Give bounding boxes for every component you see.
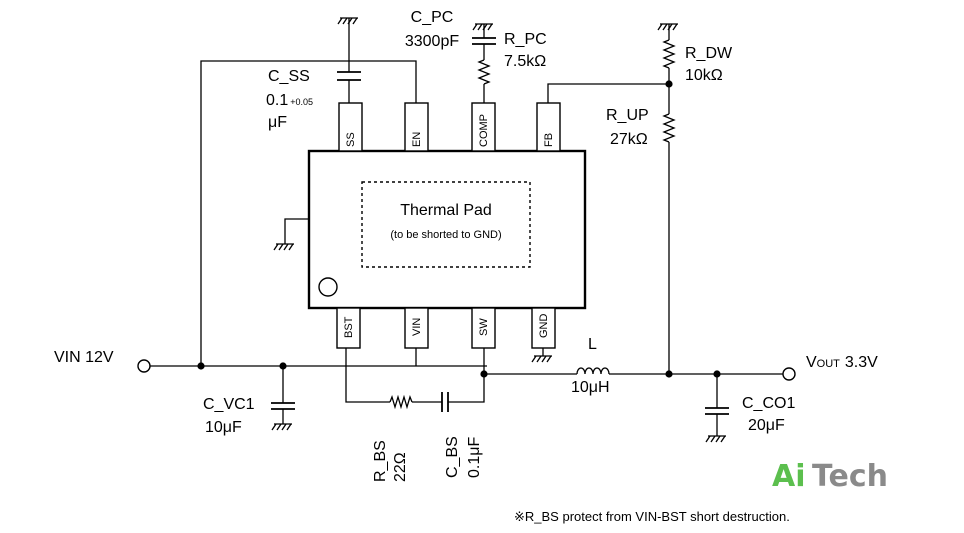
- pin-comp-label: COMP: [478, 114, 490, 147]
- c-vc1-name: C_VC1: [203, 396, 255, 413]
- c-co1-name: C_CO1: [742, 395, 795, 412]
- pin-comp: COMP: [471, 102, 496, 152]
- capacitor-c-vc1: [271, 402, 295, 410]
- l-name: L: [588, 336, 597, 353]
- ground-icon: [657, 23, 678, 31]
- ground-icon: [337, 17, 358, 25]
- pin-bst: BST: [336, 307, 361, 349]
- footnote: ※R_BS protect from VIN-BST short destruc…: [514, 509, 790, 524]
- capacitor-c-bs: [441, 392, 449, 412]
- capacitor-c-ss: [337, 71, 361, 81]
- r-up-value: 27kΩ: [610, 131, 648, 148]
- vin-terminal: [137, 359, 151, 373]
- r-dw-value: 10kΩ: [685, 67, 723, 84]
- vin-label: VIN 12V: [54, 349, 114, 366]
- c-co1-value: 20μF: [748, 417, 785, 434]
- pin-fb: FB: [536, 102, 561, 152]
- pin-ss: SS: [338, 102, 363, 152]
- aitech-logo: Ai Tech: [772, 459, 888, 494]
- r-dw-name: R_DW: [685, 45, 733, 62]
- resistor-r-bs: [389, 394, 413, 410]
- ground-icon: [705, 435, 726, 443]
- ground-icon: [472, 23, 493, 31]
- ground-icon: [273, 243, 294, 251]
- capacitor-c-pc: [472, 37, 496, 45]
- ground-icon: [531, 355, 552, 363]
- pin1-marker: [318, 277, 338, 297]
- c-ss-name: C_SS: [268, 68, 310, 85]
- pin-fb-label: FB: [543, 133, 555, 147]
- resistor-r-pc: [477, 59, 491, 85]
- pin-vin-label: VIN: [411, 318, 423, 336]
- ground-icon: [271, 423, 292, 431]
- capacitor-c-co1: [705, 407, 729, 415]
- resistor-r-dw: [662, 39, 676, 69]
- ic-body: [307, 149, 587, 310]
- r-pc-name: R_PC: [504, 31, 547, 48]
- inductor-l: [576, 367, 610, 375]
- r-bs-value: 22Ω: [392, 452, 409, 482]
- l-value: 10μH: [571, 379, 610, 396]
- thermal-pad: [361, 181, 531, 268]
- pin-sw-label: SW: [478, 318, 490, 336]
- resistor-r-up: [662, 113, 676, 143]
- c-bs-name: C_BS: [444, 436, 461, 478]
- logo-part1: Ai: [772, 459, 806, 494]
- c-ss-value: 0.1+0.05: [266, 92, 313, 109]
- thermal-pad-note: (to be shorted to GND): [390, 229, 501, 241]
- pin-gnd-label: GND: [538, 314, 550, 339]
- pin-ss-label: SS: [345, 132, 357, 147]
- junctions: [197, 80, 721, 378]
- c-ss-unit: μF: [268, 114, 287, 131]
- c-vc1-value: 10μF: [205, 419, 242, 436]
- r-up-name: R_UP: [606, 107, 649, 124]
- pin-en-label: EN: [411, 132, 423, 147]
- c-pc-name: C_PC: [411, 9, 454, 26]
- c-bs-value: 0.1μF: [466, 437, 483, 478]
- pin-bst-label: BST: [343, 316, 355, 338]
- pin-gnd: GND: [531, 307, 556, 349]
- vout-terminal: [782, 367, 796, 381]
- c-pc-value: 3300pF: [405, 33, 459, 50]
- logo-part2: Tech: [812, 459, 888, 494]
- pin-sw: SW: [471, 307, 496, 349]
- r-bs-name: R_BS: [372, 440, 389, 482]
- wires: [150, 18, 783, 436]
- r-pc-value: 7.5kΩ: [504, 53, 546, 70]
- thermal-pad-title: Thermal Pad: [400, 202, 492, 219]
- pin-en: EN: [404, 102, 429, 152]
- pin-vin: VIN: [404, 307, 429, 349]
